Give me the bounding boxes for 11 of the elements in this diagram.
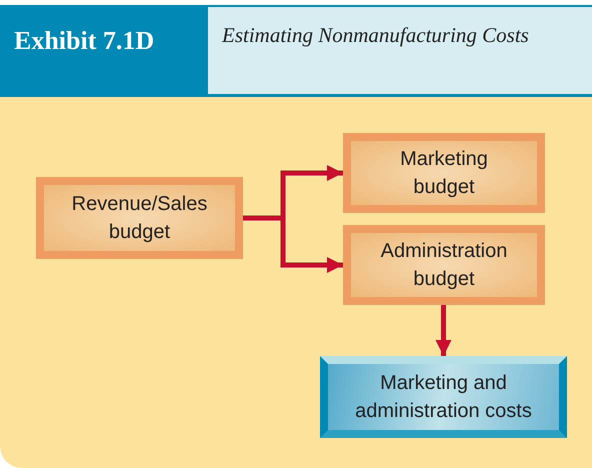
box-label: Administration budget — [380, 239, 508, 292]
exhibit-number: Exhibit 7.1D — [14, 26, 154, 56]
budget-box — [343, 133, 545, 213]
budget-box — [36, 177, 243, 259]
title: Estimating Nonmanufacturing Costs — [222, 22, 530, 49]
arrow — [436, 305, 452, 356]
box-label: Marketing budget — [399, 147, 489, 200]
box-label: Marketing and administration costs — [354, 371, 533, 424]
box-label: Revenue/Sales budget — [70, 192, 208, 245]
budget-box — [343, 225, 545, 305]
result-box — [320, 356, 567, 438]
